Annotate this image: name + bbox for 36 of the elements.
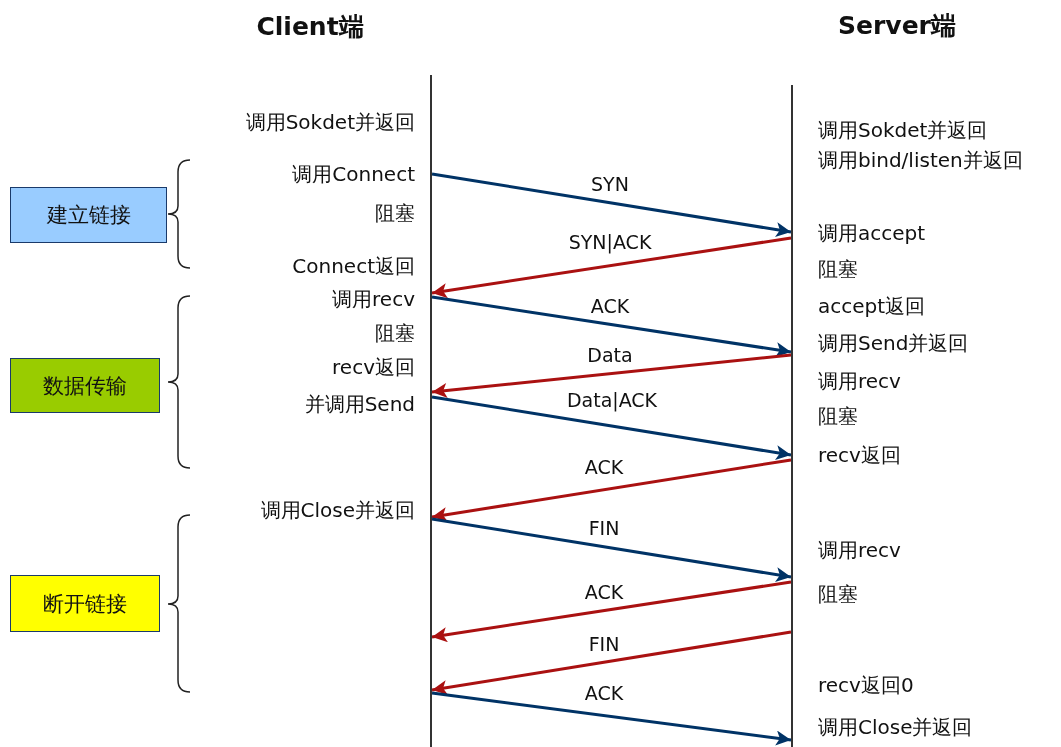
step-text: 调用recv — [332, 287, 415, 311]
step-text: 调用Connect — [292, 162, 415, 186]
step-text: 调用Sokdet并返回 — [818, 118, 988, 142]
lifeline — [791, 85, 793, 747]
step-text: 调用Close并返回 — [260, 498, 415, 522]
phase-box: 断开链接 — [10, 575, 160, 632]
step-text: accept返回 — [818, 294, 926, 318]
arrow — [431, 395, 792, 460]
step-text: 阻塞 — [818, 404, 858, 428]
step-text: 调用Close并返回 — [818, 715, 973, 739]
step-text: 并调用Send — [304, 392, 415, 416]
arrow — [431, 295, 792, 358]
step-text: 调用recv — [818, 538, 901, 562]
lifeline — [430, 75, 432, 747]
arrow — [431, 172, 792, 237]
arrow — [431, 630, 792, 695]
step-text: 阻塞 — [818, 582, 858, 606]
step-text: 调用accept — [818, 221, 926, 245]
step-text: Connect返回 — [292, 254, 415, 278]
phase-box: 数据传输 — [10, 358, 160, 413]
arrow — [431, 580, 792, 643]
step-text: 调用bind/listen并返回 — [818, 148, 1023, 172]
step-text: recv返回 — [818, 443, 901, 467]
arrow — [431, 458, 792, 523]
arrow — [431, 691, 792, 746]
step-text: 调用Sokdet并返回 — [245, 110, 415, 134]
arrow — [431, 517, 792, 582]
step-text: 阻塞 — [818, 257, 858, 281]
column-heading: Client端 — [256, 15, 364, 39]
column-heading: Server端 — [838, 14, 956, 38]
phase-box: 建立链接 — [10, 187, 167, 243]
arrow — [431, 353, 792, 398]
step-text: 调用Send并返回 — [818, 331, 969, 355]
arrow — [431, 236, 792, 299]
step-text: recv返回0 — [818, 673, 914, 697]
step-text: 调用recv — [818, 369, 901, 393]
